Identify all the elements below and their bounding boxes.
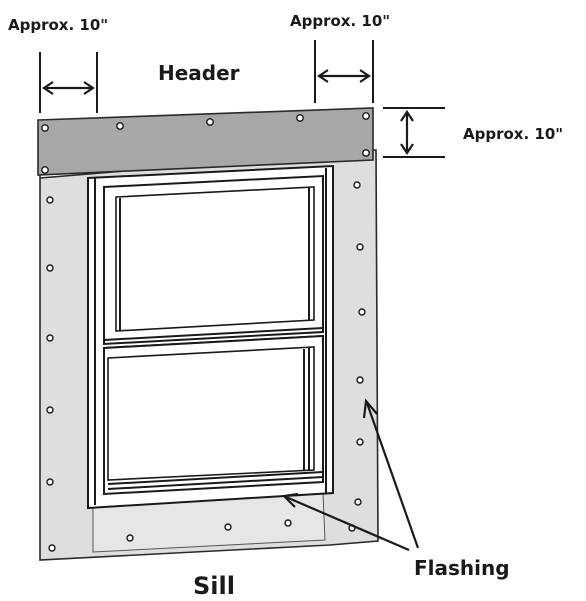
dim-right-arrowhead-r xyxy=(359,69,371,83)
nail xyxy=(46,264,54,272)
flashing-pointer-right xyxy=(365,402,420,549)
nail xyxy=(356,376,364,384)
upper-glass xyxy=(115,186,315,332)
header-nails xyxy=(41,112,370,174)
bottom-rail-1 xyxy=(107,471,324,485)
flashing-nails xyxy=(46,181,366,552)
nail xyxy=(41,166,49,174)
nail xyxy=(41,124,49,132)
nail xyxy=(296,114,304,122)
dim-left-label: Approx. 10" xyxy=(8,16,108,34)
header-label: Header xyxy=(158,61,240,85)
dim-left-arrowhead-l xyxy=(42,81,54,95)
sill-label: Sill xyxy=(193,572,235,600)
bottom-rail-2 xyxy=(107,476,324,490)
nail xyxy=(116,122,124,130)
nail xyxy=(126,534,134,542)
dim-vert-arrowhead-b xyxy=(400,143,414,155)
nail xyxy=(356,438,364,446)
dim-right-arrowhead-l xyxy=(317,69,329,83)
nail xyxy=(358,308,366,316)
nail xyxy=(224,523,232,531)
nail xyxy=(353,181,361,189)
nail xyxy=(48,544,56,552)
nail xyxy=(284,519,292,527)
flashing-pointer-sill xyxy=(285,495,410,552)
nail xyxy=(46,406,54,414)
dim-vertical-label: Approx. 10" xyxy=(463,125,563,143)
flashing-pointer-right-head xyxy=(362,398,378,419)
flashing-pointer-sill-head xyxy=(281,492,299,508)
dim-left-arrowhead-r xyxy=(83,81,95,95)
nail xyxy=(46,196,54,204)
nail xyxy=(46,334,54,342)
nail xyxy=(362,149,370,157)
dim-vert-arrowhead-t xyxy=(400,110,414,122)
nail xyxy=(206,118,214,126)
lower-glass xyxy=(107,346,315,481)
nail xyxy=(362,112,370,120)
nail xyxy=(356,243,364,251)
flashing-label: Flashing xyxy=(414,556,510,580)
nail xyxy=(354,498,362,506)
meeting-rail-top xyxy=(103,327,324,341)
nail xyxy=(46,478,54,486)
dim-right-label: Approx. 10" xyxy=(290,12,390,30)
